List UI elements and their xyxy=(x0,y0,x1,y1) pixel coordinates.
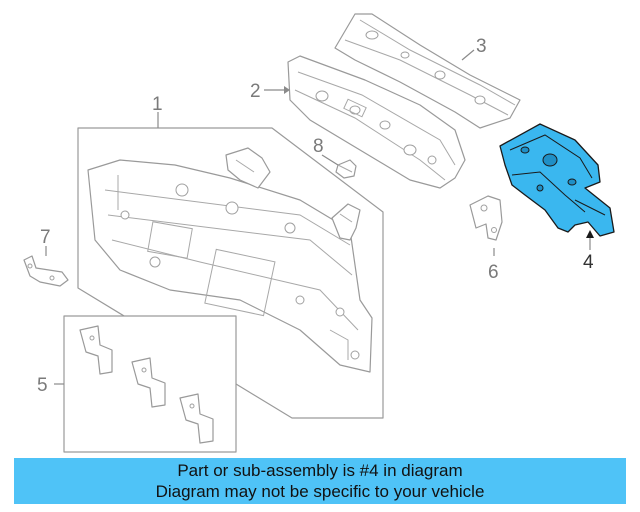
parts-diagram: 1 2 3 4 xyxy=(23,13,615,453)
part-4-highlighted-bracket: 4 xyxy=(499,123,615,273)
info-banner: Part or sub-assembly is #4 in diagram Di… xyxy=(14,458,626,504)
part-3-upper-rail: 3 xyxy=(334,13,521,129)
callout-8: 8 xyxy=(313,136,324,157)
callout-6: 6 xyxy=(488,262,499,283)
callout-3: 3 xyxy=(476,36,487,57)
callout-2: 2 xyxy=(250,81,261,102)
bracket-right xyxy=(331,203,361,241)
part-2-body xyxy=(287,55,466,189)
bracket-center xyxy=(225,147,271,189)
part-7-bracket: 7 xyxy=(23,227,69,287)
part-2-reinforcement: 2 xyxy=(250,55,466,189)
part-3-body xyxy=(334,13,521,129)
part-1-back-panel-group: 1 xyxy=(77,94,384,419)
callout-5: 5 xyxy=(37,375,48,396)
callout-4: 4 xyxy=(583,252,594,273)
part-8-bolt: 8 xyxy=(313,136,357,179)
callout-7: 7 xyxy=(40,227,51,248)
callout-1: 1 xyxy=(152,94,163,115)
part-6-body xyxy=(469,195,503,241)
back-panel xyxy=(87,159,373,373)
part-4-body xyxy=(499,123,615,237)
part-5-bracket-group: 5 xyxy=(37,315,237,453)
banner-line-2: Diagram may not be specific to your vehi… xyxy=(155,482,485,501)
part-6-bracket: 6 xyxy=(469,195,503,283)
part-7-body xyxy=(23,255,69,287)
banner-line-1: Part or sub-assembly is #4 in diagram xyxy=(177,461,463,480)
